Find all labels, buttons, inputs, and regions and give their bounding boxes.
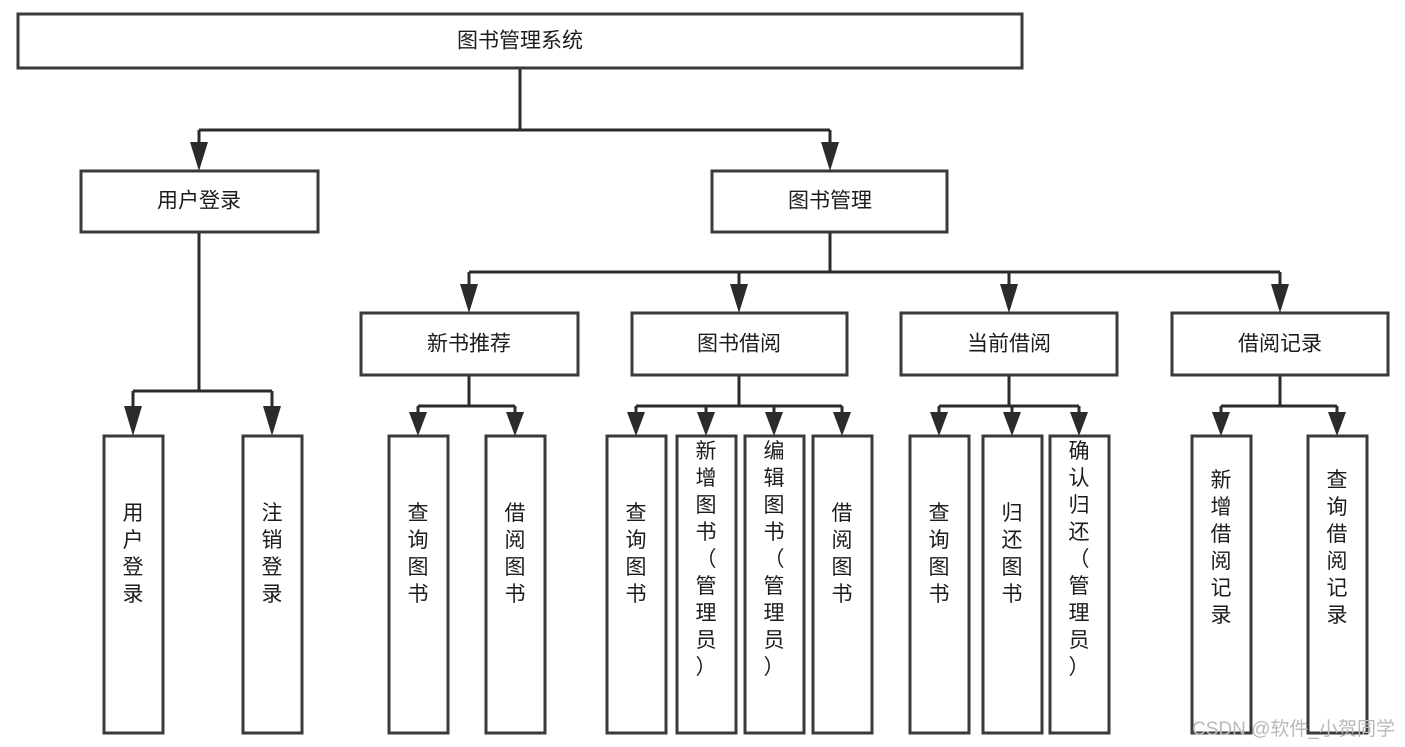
node-current-borrow-label: 当前借阅 [967, 333, 1051, 356]
node-user-login[interactable]: 用户登录 [79, 169, 320, 234]
node-root-label: 图书管理系统 [457, 30, 583, 53]
arrowhead-leaf-user-login [124, 406, 142, 436]
leaf-node-borrow-book-1-label: 借阅图书 [505, 502, 526, 606]
leaf-node-query-record-label: 查询借阅记录 [1327, 469, 1348, 627]
leaf-node-add-book[interactable]: 新增图书（管理员） [675, 434, 738, 735]
leaf-node-edit-book-box[interactable] [743, 434, 806, 735]
leaf-node-borrow-book-1-box[interactable] [484, 434, 547, 735]
node-borrow-record[interactable]: 借阅记录 [1170, 311, 1390, 377]
leaf-node-confirm-return-label: 确认归还（管理员） [1069, 440, 1090, 679]
leaf-node-add-record[interactable]: 新增借阅记录 [1190, 434, 1253, 735]
node-root[interactable]: 图书管理系统 [16, 12, 1024, 70]
leaf-node-edit-book-label: 编辑图书（管理员） [764, 440, 785, 679]
arrowhead-leaf-borrow-book-2 [833, 412, 851, 436]
leaf-node-confirm-return-box[interactable] [1048, 434, 1111, 735]
node-book-borrow[interactable]: 图书借阅 [630, 311, 849, 377]
arrowhead-borrow-record [1271, 284, 1289, 313]
arrowhead-book-borrow [730, 284, 748, 313]
node-borrow-record-box[interactable] [1170, 311, 1390, 377]
leaf-node-logout-label: 注销登录 [262, 502, 283, 606]
arrowhead-leaf-confirm-return [1070, 412, 1088, 436]
leaf-node-query-record[interactable]: 查询借阅记录 [1306, 434, 1369, 735]
leaf-node-query-book-2-label: 查询图书 [626, 502, 647, 606]
node-user-login-box[interactable] [79, 169, 320, 234]
leaf-node-borrow-book-2[interactable]: 借阅图书 [811, 434, 874, 735]
arrowhead-user-login [190, 142, 208, 171]
node-book-borrow-label: 图书借阅 [697, 333, 781, 356]
leaf-node-query-book-2-box[interactable] [605, 434, 668, 735]
leaf-node-query-book-3-box[interactable] [908, 434, 971, 735]
csdn-watermark: CSDN @软件_小贺同学 [1192, 718, 1395, 740]
node-book-manage-box[interactable] [710, 169, 949, 234]
leaf-node-query-record-box[interactable] [1306, 434, 1369, 735]
node-current-borrow[interactable]: 当前借阅 [899, 311, 1119, 377]
node-book-borrow-box[interactable] [630, 311, 849, 377]
arrowhead-current-borrow [1000, 284, 1018, 313]
node-new-book-rec[interactable]: 新书推荐 [359, 311, 580, 377]
leaf-node-logout[interactable]: 注销登录 [241, 434, 304, 735]
arrowhead-leaf-query-book-2 [627, 412, 645, 436]
arrowhead-leaf-add-book [697, 412, 715, 436]
node-user-login-label: 用户登录 [157, 190, 241, 213]
leaf-node-user-login-label: 用户登录 [123, 502, 144, 606]
node-book-manage-label: 图书管理 [788, 190, 872, 213]
leaf-node-return-book[interactable]: 归还图书 [981, 434, 1044, 735]
node-borrow-record-label: 借阅记录 [1238, 333, 1322, 356]
leaf-node-borrow-book-2-label: 借阅图书 [832, 502, 853, 606]
arrowhead-leaf-return-book [1003, 412, 1021, 436]
arrowhead-leaf-edit-book [765, 412, 783, 436]
leaf-node-user-login[interactable]: 用户登录 [102, 434, 165, 735]
leaf-node-add-book-box[interactable] [675, 434, 738, 735]
leaf-node-return-book-label: 归还图书 [1002, 502, 1023, 606]
leaf-node-user-login-box[interactable] [102, 434, 165, 735]
arrowhead-leaf-add-record [1212, 412, 1230, 436]
leaf-node-query-book-1-label: 查询图书 [408, 502, 429, 606]
leaf-node-add-record-box[interactable] [1190, 434, 1253, 735]
arrowhead-new-book-rec [460, 284, 478, 313]
arrowhead-leaf-logout [263, 406, 281, 436]
connector-layer [124, 68, 1346, 436]
leaf-node-query-book-3[interactable]: 查询图书 [908, 434, 971, 735]
leaf-node-return-book-box[interactable] [981, 434, 1044, 735]
leaf-node-query-book-3-label: 查询图书 [929, 502, 950, 606]
leaf-node-confirm-return[interactable]: 确认归还（管理员） [1048, 434, 1111, 735]
leaf-node-query-book-2[interactable]: 查询图书 [605, 434, 668, 735]
node-new-book-rec-label: 新书推荐 [427, 333, 511, 356]
leaf-node-query-book-1-box[interactable] [387, 434, 450, 735]
leaf-node-add-book-label: 新增图书（管理员） [696, 440, 717, 679]
arrowhead-leaf-query-record [1328, 412, 1346, 436]
node-root-box[interactable] [16, 12, 1024, 70]
arrowhead-leaf-query-book-1 [409, 412, 427, 436]
arrowhead-book-manage [821, 142, 839, 171]
node-current-borrow-box[interactable] [899, 311, 1119, 377]
arrowhead-leaf-borrow-book-1 [506, 412, 524, 436]
leaf-node-query-book-1[interactable]: 查询图书 [387, 434, 450, 735]
node-new-book-rec-box[interactable] [359, 311, 580, 377]
leaf-node-add-record-label: 新增借阅记录 [1211, 469, 1232, 627]
arrowhead-leaf-query-book-3 [930, 412, 948, 436]
leaf-node-borrow-book-1[interactable]: 借阅图书 [484, 434, 547, 735]
leaf-node-borrow-book-2-box[interactable] [811, 434, 874, 735]
leaf-node-edit-book[interactable]: 编辑图书（管理员） [743, 434, 806, 735]
node-book-manage[interactable]: 图书管理 [710, 169, 949, 234]
leaf-node-logout-box[interactable] [241, 434, 304, 735]
